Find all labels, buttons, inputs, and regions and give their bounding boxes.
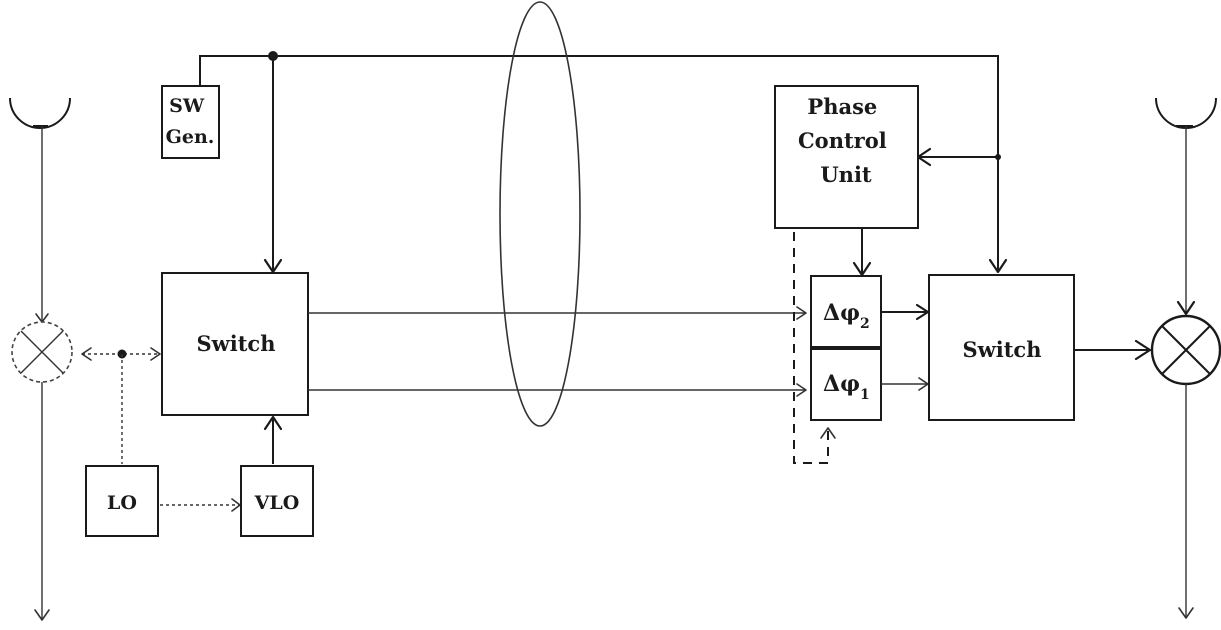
sw-gen-label: SW Gen. (166, 95, 215, 148)
phase-shifter-1 (810, 348, 882, 421)
lo-label: LO (107, 492, 137, 514)
line-upper-arrowhead (796, 306, 807, 320)
phase-shifter-2 (810, 275, 882, 348)
left-mixer-icon (11, 321, 73, 383)
switch-link-arrowhead (150, 347, 161, 361)
bracket-arrowhead (820, 427, 836, 439)
vlo-block (240, 465, 314, 537)
right-feed-arrowhead (1176, 300, 1196, 316)
right-mixer-icon (1150, 314, 1221, 386)
switching-signal-bus (199, 55, 999, 272)
right-switch-arrowhead (988, 258, 1008, 274)
cable-bundle-ellipse (499, 1, 581, 427)
sw-gen-block (161, 85, 220, 159)
left-switch-block (161, 272, 309, 416)
mixer-link-arrowhead (81, 347, 92, 361)
right-antenna-icon (1155, 97, 1217, 129)
phase-shifter-2-label: Δφ2 (823, 300, 870, 332)
phase-control-label: Phase Control Unit (798, 94, 894, 187)
mixer-input-arrowhead (1134, 339, 1152, 361)
right-switch-label: Switch (963, 337, 1042, 362)
left-antenna-icon (9, 97, 71, 129)
line-lower-arrowhead (796, 383, 807, 397)
vlo-label: VLO (254, 492, 300, 514)
left-output-arrowhead (34, 609, 50, 621)
lo-block (85, 465, 159, 537)
left-switch-label: Switch (197, 331, 276, 356)
right-switch-block (928, 274, 1075, 421)
dashed-feedback-bracket (793, 232, 829, 464)
right-output-arrowhead (1178, 607, 1194, 619)
vlo-switch-arrowhead (263, 415, 283, 431)
phase-control-block (774, 85, 919, 229)
phase-shifter-1-label: Δφ1 (823, 371, 870, 403)
